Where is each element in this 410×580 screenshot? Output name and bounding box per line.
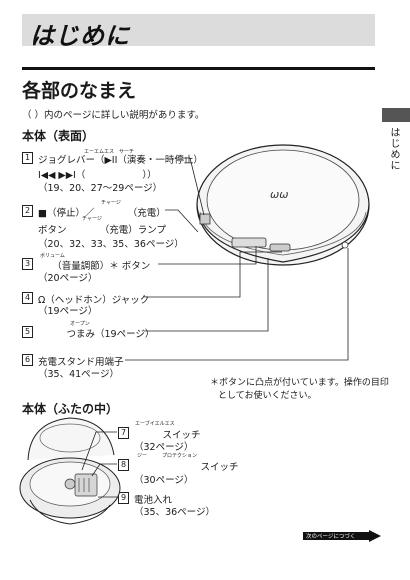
section-note: （ ）内のページに詳しい説明があります。: [22, 110, 205, 121]
item-ruby: エーブイエルエス: [135, 421, 175, 427]
item-pages: （20、32、33、35、36ページ）: [38, 239, 184, 250]
inner-subtitle: 本体（ふたの中）: [22, 402, 119, 416]
leader-lines: [125, 157, 349, 361]
item-ruby: エーエムエス サーチ: [84, 149, 135, 155]
chapter-title: はじめに: [30, 22, 130, 50]
leader-line-1: [175, 157, 205, 216]
item-ruby: チャージ: [101, 200, 121, 206]
item-ruby: チャージ: [82, 216, 102, 222]
item-label: ボタン （充電）ランプ: [38, 225, 166, 236]
item-number: 2: [22, 205, 33, 217]
item-ruby: ジー プロテクション: [137, 453, 198, 459]
next-page-label: 次のページにつづく: [306, 534, 356, 540]
inner-leader-lines: [81, 431, 117, 498]
section-rule: [22, 67, 375, 70]
front-subtitle: 本体（表面）: [22, 129, 95, 143]
item-label: つまみ（19ページ）: [38, 329, 155, 340]
footnote-line: ＊ボタンに凸点が付いています。操作の目印: [210, 378, 389, 388]
item-pages: （35、36ページ）: [134, 507, 215, 518]
sidebar-tab-marker: [382, 108, 410, 122]
item-pages: （32ページ）: [134, 442, 194, 453]
item-label: Ω（ヘッドホン）ジャック: [38, 295, 150, 306]
spindle: [64, 478, 76, 490]
base-edge: [29, 499, 111, 525]
item-number: 9: [118, 492, 129, 504]
player-edge: [196, 204, 370, 263]
item-number: 4: [22, 292, 33, 304]
item-ruby: ボリューム: [40, 253, 65, 259]
item-ruby: オープン: [70, 321, 90, 327]
leader-line-4: [146, 251, 282, 298]
item-number: 7: [118, 427, 129, 439]
leader-line-5: [144, 258, 269, 332]
side-buttons: [231, 237, 267, 248]
item-pages: （35、41ページ）: [38, 369, 119, 380]
chapter-header-band: [22, 14, 375, 46]
battery-compartment: [74, 473, 98, 497]
item-pages: （19、20、27〜29ページ）: [38, 183, 163, 194]
item-label: スイッチ: [134, 462, 239, 473]
leader-line-8: [91, 463, 117, 477]
item-pages: （20ページ）: [38, 273, 98, 284]
item-label: I◀◀ ▶▶I（ ））: [38, 170, 157, 181]
next-page-arrow-icon: [303, 530, 381, 542]
leader-line-6: [125, 248, 349, 361]
item-label: 電池入れ: [134, 495, 173, 506]
item-label: ■（停止）／ （充電）: [38, 208, 166, 219]
leader-line-7: [81, 431, 117, 471]
item-number: 1: [22, 152, 33, 164]
item-number: 6: [22, 354, 33, 366]
section-title: 各部のなまえ: [22, 80, 137, 102]
item-label: ジョグレバー（▶II（演奏・一時停止）: [38, 155, 203, 166]
player-edge-inner: [199, 211, 367, 256]
item-number: 5: [22, 326, 33, 338]
item-number: 8: [118, 459, 129, 471]
item-pages: （19ページ）: [38, 306, 98, 317]
volume-button: [269, 243, 291, 252]
headphone-jack: [341, 241, 349, 249]
item-label: スイッチ: [134, 430, 201, 441]
footnote-line: としてお使いください。: [218, 391, 317, 401]
item-label: （音量調節）＊ ボタン: [38, 261, 151, 272]
lid-inner: [39, 423, 101, 453]
jog-lever: [199, 213, 211, 225]
leader-line-2: [165, 209, 199, 233]
item-label: 充電スタンド用端子: [38, 357, 124, 368]
item-number: 3: [22, 258, 33, 270]
item-pages: （30ページ）: [134, 475, 194, 486]
sidebar-tab-label: はじめに: [388, 127, 399, 171]
walkman-logo-mark: ωω: [270, 188, 288, 201]
